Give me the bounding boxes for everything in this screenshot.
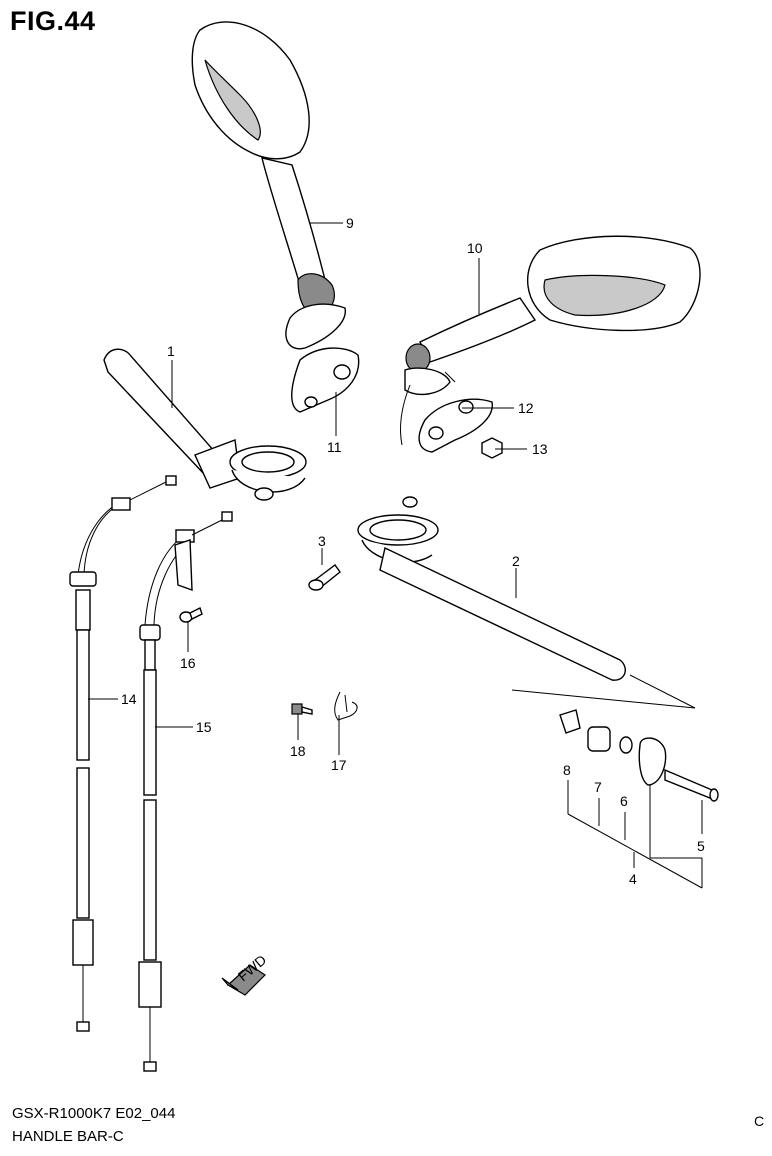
callout-11: 11	[327, 439, 342, 455]
small-screw	[179, 607, 203, 623]
right-handlebar	[357, 496, 696, 709]
callout-10: 10	[467, 240, 483, 256]
nut	[481, 437, 503, 459]
fwd-arrow: FWD	[221, 952, 269, 996]
callout-18: 18	[290, 743, 306, 759]
callout-14: 14	[121, 691, 137, 707]
left-mirror-bracket	[291, 347, 360, 413]
right-mirror-bracket	[418, 398, 493, 453]
left-handlebar	[103, 348, 307, 501]
callout-7: 7	[594, 779, 602, 795]
callout-9: 9	[346, 215, 354, 231]
bolt	[291, 703, 313, 715]
throttle-cable-2	[138, 511, 233, 1072]
figure-title: FIG.44	[10, 6, 96, 36]
callout-3: 3	[318, 533, 326, 549]
leader-lines	[88, 222, 703, 889]
callout-8: 8	[563, 762, 571, 778]
right-mirror	[399, 235, 701, 446]
callout-labels: 1 2 3 4 5 6 7 8 9 10 11 12 13 14 15 16 1…	[121, 215, 705, 887]
callout-4: 4	[629, 871, 637, 887]
edge-text: C	[754, 1113, 765, 1129]
callout-17: 17	[331, 757, 347, 773]
callout-1: 1	[167, 343, 175, 359]
callout-15: 15	[196, 719, 212, 735]
bar-end-set	[559, 709, 719, 802]
model-code: GSX-R1000K7 E02_044	[12, 1105, 176, 1122]
callout-6: 6	[620, 793, 628, 809]
callout-13: 13	[532, 441, 548, 457]
callout-2: 2	[512, 553, 520, 569]
part-group-title: HANDLE BAR-C	[12, 1128, 124, 1145]
screw	[308, 564, 341, 591]
left-mirror	[191, 21, 346, 350]
callout-16: 16	[180, 655, 196, 671]
throttle-cable-1	[69, 475, 177, 1032]
clip	[334, 691, 358, 721]
callout-12: 12	[518, 400, 534, 416]
callout-5: 5	[697, 838, 705, 854]
